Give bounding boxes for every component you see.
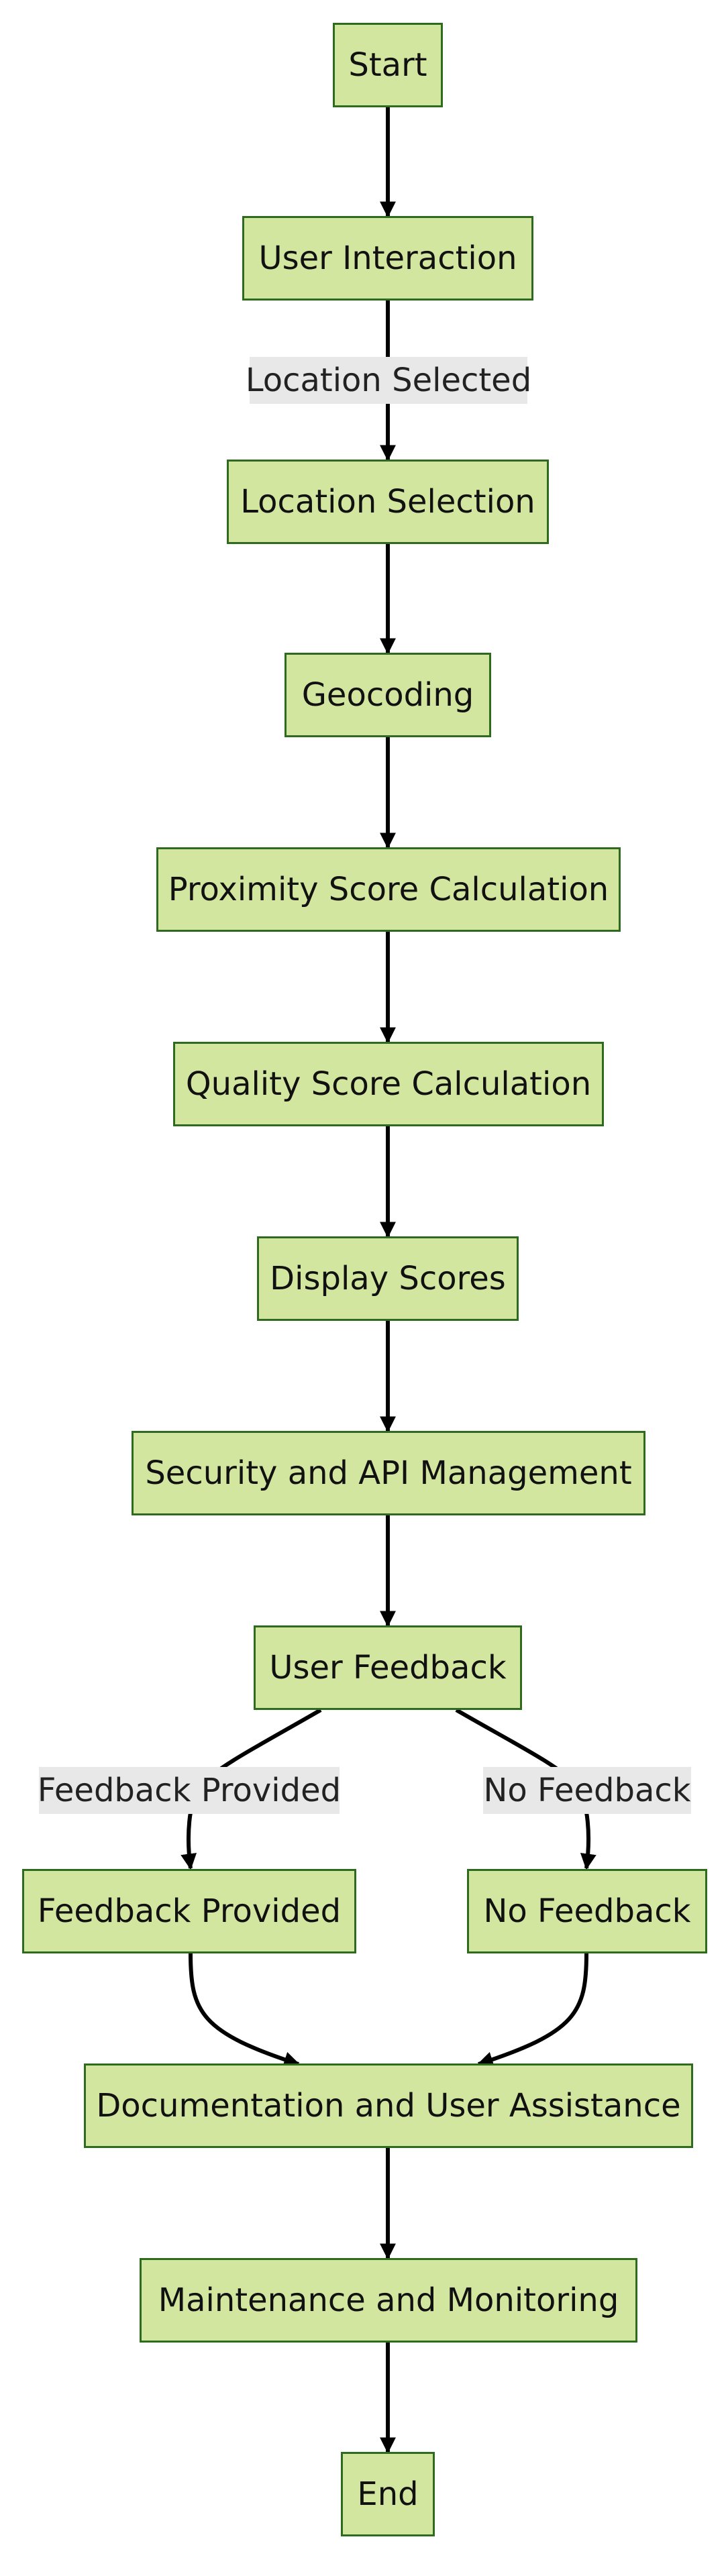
edge-no-feedback-to-documentation — [476, 1953, 588, 2068]
node-display-scores: Display Scores — [257, 1236, 519, 1321]
edge-feedback-provided-to-documentation — [189, 1953, 301, 2068]
node-location-selection: Location Selection — [227, 460, 549, 544]
node-start: Start — [333, 23, 443, 107]
node-documentation-user-assistance: Documentation and User Assistance — [84, 2063, 693, 2148]
edge-label-location-selected: Location Selected — [246, 357, 531, 404]
node-end: End — [341, 2452, 435, 2536]
node-security-api-management: Security and API Management — [132, 1431, 645, 1515]
node-maintenance-monitoring: Maintenance and Monitoring — [140, 2258, 637, 2343]
node-feedback-provided: Feedback Provided — [22, 1869, 356, 1953]
edge-label-no-feedback: No Feedback — [483, 1767, 691, 1814]
node-no-feedback: No Feedback — [467, 1869, 707, 1953]
node-quality-score-calculation: Quality Score Calculation — [173, 1042, 604, 1126]
node-geocoding: Geocoding — [284, 653, 491, 737]
node-proximity-score-calculation: Proximity Score Calculation — [156, 847, 621, 932]
node-user-feedback: User Feedback — [254, 1625, 522, 1710]
edge-label-feedback-provided: Feedback Provided — [38, 1767, 341, 1814]
node-user-interaction: User Interaction — [242, 216, 533, 301]
